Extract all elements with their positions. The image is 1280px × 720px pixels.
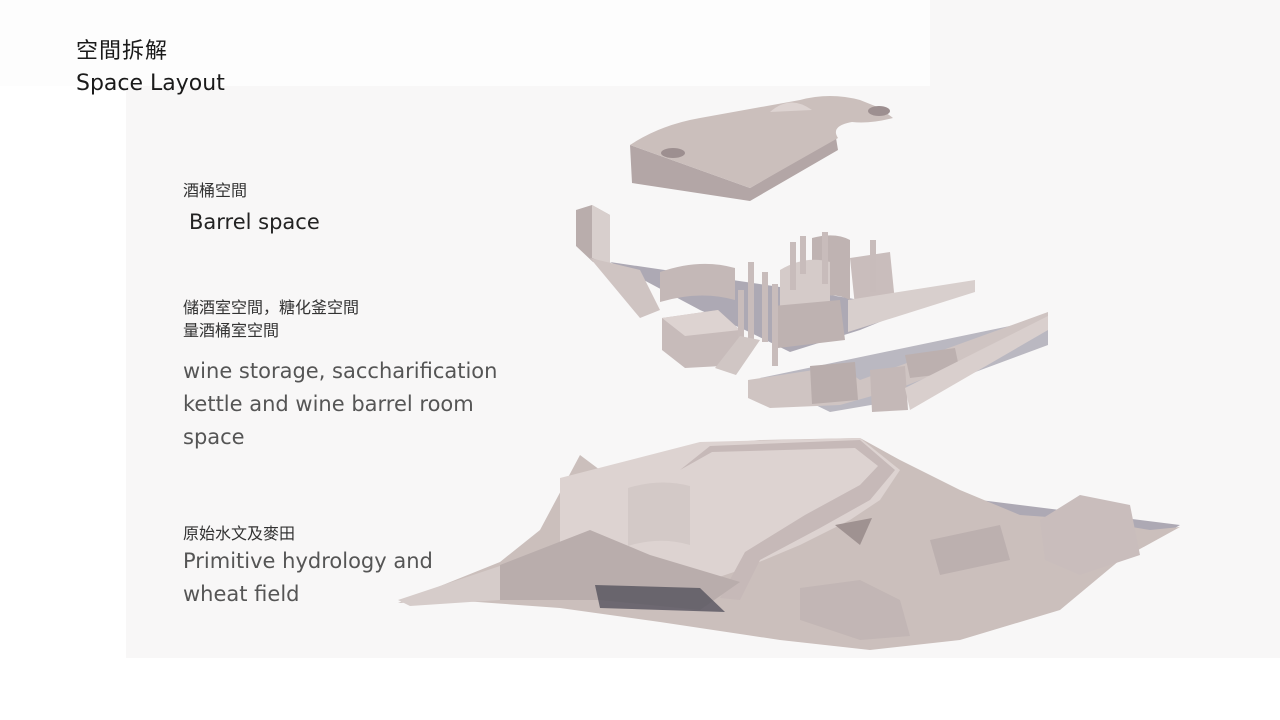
roof-slab-top bbox=[630, 96, 893, 188]
column-group bbox=[738, 232, 876, 366]
hydrology-label-en: Primitive hydrology and wheat field bbox=[183, 549, 433, 606]
storage-space-label-en: wine storage, saccharification kettle an… bbox=[183, 359, 498, 449]
site-layer bbox=[398, 438, 1180, 650]
site-wall-right-a bbox=[930, 525, 1010, 575]
wall-tall-left-face bbox=[592, 205, 610, 265]
roof-dome bbox=[770, 102, 812, 112]
roof-cylinder-right bbox=[868, 106, 890, 116]
barrel-space-label-zh: 酒桶空間 bbox=[183, 181, 248, 200]
wine-room-layer bbox=[748, 312, 1048, 412]
slide-title-zh: 空間拆解 bbox=[76, 39, 169, 64]
site-building-dark bbox=[595, 585, 725, 612]
hydrology-label-zh: 原始水文及麥田 bbox=[183, 524, 296, 543]
storage-walls-layer bbox=[576, 205, 975, 375]
room-box-a bbox=[810, 362, 858, 404]
roof-cylinder-left bbox=[661, 148, 685, 158]
curved-retaining-wall bbox=[628, 482, 690, 546]
barrel-space-label-en: Barrel space bbox=[189, 210, 320, 234]
room-box-b bbox=[870, 366, 908, 412]
fan-stairs bbox=[835, 518, 872, 545]
site-ramp-lower bbox=[800, 580, 910, 640]
roof-slab-side bbox=[630, 138, 838, 201]
box-room-b bbox=[773, 300, 845, 348]
slab-ramp bbox=[590, 258, 660, 318]
render-background-top bbox=[0, 0, 930, 86]
box-room-a-top bbox=[662, 310, 740, 336]
room-wall-long bbox=[905, 316, 1048, 410]
wall-ribbon-right bbox=[848, 280, 975, 332]
site-wall-right-b bbox=[1040, 495, 1140, 575]
curved-wall-a bbox=[660, 263, 735, 302]
roof-layer bbox=[630, 96, 893, 201]
storage-space-label-zh-line2: 量酒桶室空間 bbox=[183, 321, 280, 340]
site-plateau bbox=[560, 438, 900, 590]
floor-slab-small bbox=[715, 336, 760, 375]
site-edge-left bbox=[398, 566, 500, 606]
slide-title-en: Space Layout bbox=[76, 71, 225, 96]
site-road bbox=[680, 440, 895, 600]
storage-space-label-zh-line1: 儲酒室空間，糖化釜空間 bbox=[183, 298, 360, 317]
